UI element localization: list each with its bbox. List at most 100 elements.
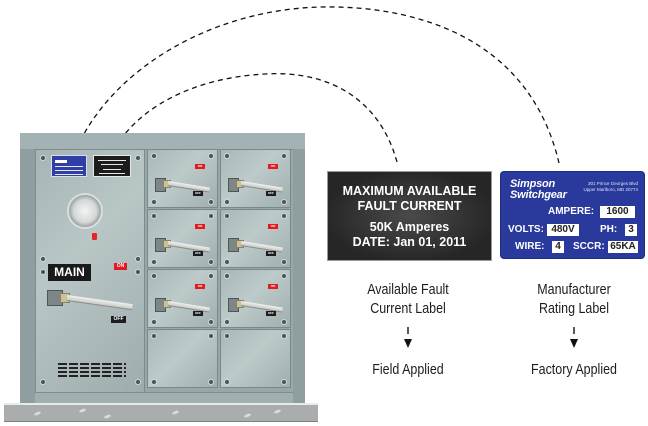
breaker-door: ON OFF <box>147 269 218 328</box>
fault-label-caption: Available Fault Current Label <box>367 282 449 317</box>
arc-rating-to-cabinet <box>72 6 560 164</box>
manufacturer-address: 301 Prince Georges Blvd Upper Marlboro, … <box>583 181 638 192</box>
arc-fault-to-cabinet <box>110 73 398 163</box>
concrete-pad <box>4 403 318 422</box>
screw-icon <box>41 270 45 274</box>
screw-icon <box>136 257 140 261</box>
breaker-on-tag: ON <box>195 224 205 229</box>
screw-icon <box>225 320 229 324</box>
screw-icon <box>152 154 156 158</box>
mini-rating-label <box>51 155 87 177</box>
breaker-handle[interactable] <box>240 241 283 253</box>
screw-icon <box>225 154 229 158</box>
screw-icon <box>282 154 286 158</box>
screw-icon <box>209 274 213 278</box>
vent-slot <box>58 363 126 365</box>
breaker-on-tag: ON <box>268 284 278 289</box>
breaker-on-tag: ON <box>195 164 205 169</box>
cabinet-right-post <box>293 149 305 403</box>
breaker-door: ON OFF <box>147 209 218 268</box>
fault-label-line1: MAXIMUM AVAILABLE <box>342 184 477 198</box>
vent-slot <box>58 375 126 377</box>
brand-logo: Simpson Switchgear <box>510 178 567 201</box>
screw-icon <box>152 200 156 204</box>
volts-key: VOLTS: <box>508 224 544 235</box>
screw-icon <box>152 320 156 324</box>
mini-fault-label <box>93 155 131 177</box>
screw-icon <box>209 200 213 204</box>
cabinet-left-post <box>20 149 35 403</box>
wire-key: WIRE: <box>515 241 545 252</box>
breaker-on-tag: ON <box>268 164 278 169</box>
factory-applied-caption: Factory Applied <box>531 362 617 378</box>
screw-icon <box>282 200 286 204</box>
screw-icon <box>282 274 286 278</box>
breaker-off-tag: OFF <box>193 311 203 316</box>
blank-door <box>220 329 291 388</box>
breaker-door: ON OFF <box>220 269 291 328</box>
screw-icon <box>282 320 286 324</box>
screw-icon <box>41 380 45 384</box>
screw-icon <box>282 334 286 338</box>
screw-icon <box>282 260 286 264</box>
screw-icon <box>41 156 45 160</box>
breaker-handle[interactable] <box>240 301 283 313</box>
screw-icon <box>225 200 229 204</box>
screw-icon <box>209 154 213 158</box>
cabinet-kick-plate <box>35 392 293 404</box>
fault-label-amperes: 50K Amperes <box>369 220 450 234</box>
fault-label-line2: FAULT CURRENT <box>357 199 462 213</box>
screw-icon <box>152 260 156 264</box>
screw-icon <box>136 270 140 274</box>
screw-icon <box>152 214 156 218</box>
cabinet-top-rail <box>20 133 305 150</box>
screw-icon <box>152 274 156 278</box>
rating-down-arrow <box>570 339 578 348</box>
field-applied-caption: Field Applied <box>372 362 444 378</box>
meter-icon <box>67 193 103 229</box>
vent-slot <box>58 367 126 369</box>
indicator-light-icon <box>92 233 97 240</box>
breaker-off-tag: OFF <box>193 251 203 256</box>
breaker-door: ON OFF <box>220 209 291 268</box>
fault-label-date: DATE: Jan 01, 2011 <box>352 235 467 249</box>
ampere-value: 1600 <box>600 206 635 218</box>
breaker-off-tag: OFF <box>266 251 276 256</box>
breaker-door: ON OFF <box>147 149 218 208</box>
main-label: MAIN <box>48 264 91 281</box>
breaker-handle[interactable] <box>167 241 210 253</box>
screw-icon <box>225 260 229 264</box>
screw-icon <box>282 380 286 384</box>
breaker-on-tag: ON <box>195 284 205 289</box>
screw-icon <box>41 257 45 261</box>
sccr-key: SCCR: <box>573 241 605 252</box>
phase-value: 3 <box>625 224 637 236</box>
fault-down-arrow <box>404 339 412 348</box>
screw-icon <box>209 334 213 338</box>
screw-icon <box>209 214 213 218</box>
volts-value: 480V <box>547 224 579 236</box>
screw-icon <box>152 334 156 338</box>
breaker-off-tag: OFF <box>193 191 203 196</box>
screw-icon <box>209 260 213 264</box>
breaker-door: ON OFF <box>220 149 291 208</box>
screw-icon <box>136 380 140 384</box>
main-on-tag: ON <box>114 263 127 270</box>
ampere-key: AMPERE: <box>548 206 595 217</box>
vent-slot <box>58 371 126 373</box>
breaker-on-tag: ON <box>268 224 278 229</box>
screw-icon <box>225 274 229 278</box>
available-fault-current-label: MAXIMUM AVAILABLE FAULT CURRENT 50K Ampe… <box>327 171 492 261</box>
breaker-handle[interactable] <box>167 301 210 313</box>
breaker-off-tag: OFF <box>266 311 276 316</box>
main-off-tag: OFF <box>111 316 126 323</box>
screw-icon <box>209 380 213 384</box>
phase-key: PH: <box>600 224 618 235</box>
sccr-value: 65KA <box>608 241 638 253</box>
screw-icon <box>225 214 229 218</box>
breaker-off-tag: OFF <box>266 191 276 196</box>
breaker-handle[interactable] <box>240 181 283 193</box>
wire-value: 4 <box>552 241 564 253</box>
screw-icon <box>152 380 156 384</box>
breaker-handle[interactable] <box>167 181 210 193</box>
